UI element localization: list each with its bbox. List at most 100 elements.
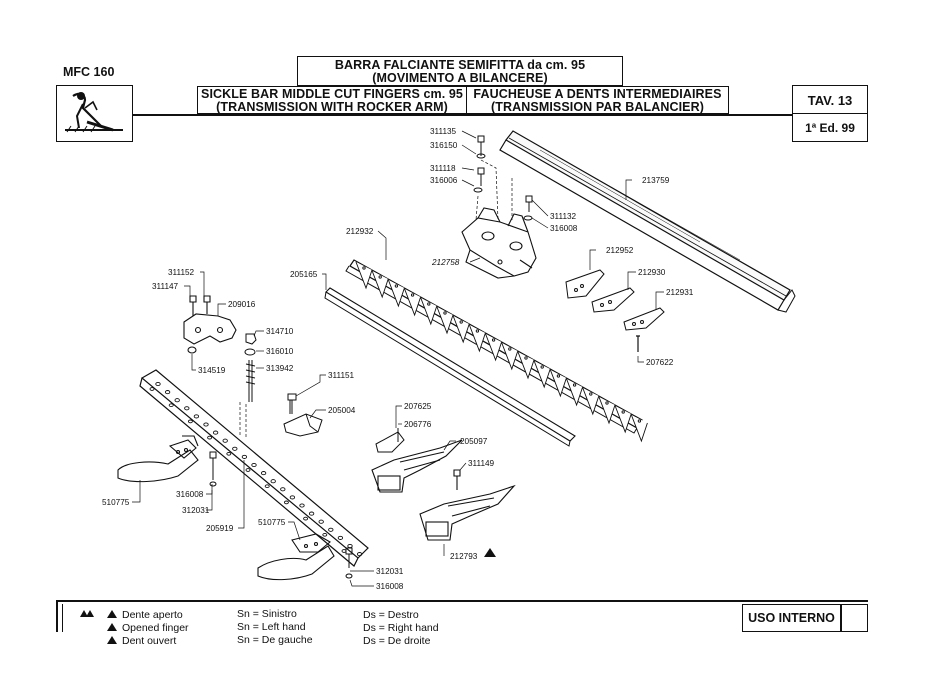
part-label: 316008 xyxy=(550,224,578,233)
part-label: 311152 xyxy=(168,268,195,277)
bar-hole xyxy=(251,462,257,468)
knife-section xyxy=(598,396,616,425)
legend-ds-it: Ds = Destro xyxy=(363,609,419,621)
bar-hole xyxy=(168,403,174,408)
part-label: 212758 xyxy=(432,258,460,267)
bar-hole xyxy=(283,500,289,505)
part-label: 510775 xyxy=(258,518,286,527)
finger-205097 xyxy=(371,439,463,493)
legend-right-hand: Ds = Destro Ds = Right hand Ds = De droi… xyxy=(363,609,439,648)
bar-hole xyxy=(232,446,238,451)
knife-rivet xyxy=(508,347,512,351)
part-label: 209016 xyxy=(228,300,256,309)
part-label: 212931 xyxy=(666,288,694,297)
legend-sn-it: Sn = Sinistro xyxy=(237,608,297,620)
knife-rivet xyxy=(459,320,463,324)
part-label: 205097 xyxy=(460,437,488,446)
title-english-line2: (TRANSMISSION WITH ROCKER ARM) xyxy=(216,100,448,114)
footer-left-edge xyxy=(56,600,58,632)
knife-section xyxy=(549,369,567,398)
legend-finger-it: Dente aperto xyxy=(122,609,183,621)
knife-rivet xyxy=(637,419,642,423)
title-french-line1: FAUCHEUSE A DENTS INTERMEDIAIRES xyxy=(473,87,722,101)
knife-section xyxy=(614,405,632,434)
bar-hole xyxy=(303,516,309,521)
opened-finger-marker-icon xyxy=(484,548,496,557)
knife-rivet xyxy=(475,329,480,333)
guard-bar-213759 xyxy=(499,130,796,313)
part-label: 311135 xyxy=(430,127,457,136)
top-bolts xyxy=(473,135,533,221)
knife-rivet xyxy=(443,311,447,315)
part-label: 316006 xyxy=(430,176,458,185)
part-label: 212930 xyxy=(638,268,666,277)
part-label: 311149 xyxy=(468,459,495,468)
legend-ds-en: Ds = Right hand xyxy=(363,622,439,634)
left-bracket-209016 xyxy=(183,295,237,354)
knife-section xyxy=(355,261,373,290)
part-label: 206776 xyxy=(404,420,432,429)
knife-rivet xyxy=(540,365,544,369)
knife-section xyxy=(420,297,438,326)
leader-lines xyxy=(132,130,664,587)
bar-hole xyxy=(328,527,334,532)
bar-hole xyxy=(280,487,286,492)
knife-sections xyxy=(355,261,648,443)
table-number: TAV. 13 xyxy=(792,85,868,114)
knife-rivet xyxy=(410,293,415,297)
bar-hole xyxy=(245,468,251,472)
knife-rivet xyxy=(378,275,382,279)
bar-hole xyxy=(203,422,209,427)
part-label: 207625 xyxy=(404,402,432,411)
title-english-line1: SICKLE BAR MIDDLE CUT FINGERS cm. 95 xyxy=(201,87,463,101)
bar-hole xyxy=(193,414,200,419)
bar-hole xyxy=(207,435,213,440)
part-label: 205004 xyxy=(328,406,356,415)
part-label: 205165 xyxy=(290,270,318,279)
knife-rivet xyxy=(556,374,561,378)
legend-left-hand: Sn = Sinistro Sn = Left hand Sn = De gau… xyxy=(237,608,313,647)
knife-section xyxy=(630,414,648,443)
title-french-line2: (TRANSMISSION PAR BALANCIER) xyxy=(491,100,704,114)
title-italian-box: BARRA FALCIANTE SEMIFITTA da cm. 95 (MOV… xyxy=(297,56,623,86)
part-label: 510775 xyxy=(102,498,130,507)
bar-hole xyxy=(318,519,324,524)
part-label: 213759 xyxy=(642,176,670,185)
shoe-510775-left xyxy=(117,435,199,483)
logo-frame xyxy=(56,85,133,142)
part-label: 311132 xyxy=(550,212,577,221)
bar-hole xyxy=(212,430,219,435)
footer-left-edge-inner xyxy=(62,604,64,632)
title-french-box: FAUCHEUSE A DENTS INTERMEDIAIRES (TRANSM… xyxy=(466,86,729,114)
part-label: 316008 xyxy=(176,490,204,499)
title-english-box: SICKLE BAR MIDDLE CUT FINGERS cm. 95 (TR… xyxy=(197,86,467,114)
knife-section xyxy=(404,288,422,317)
flat-bar-205165 xyxy=(324,287,576,447)
part-label: 212793 xyxy=(450,552,478,561)
model-label: MFC 160 xyxy=(63,65,115,79)
bar-hole xyxy=(184,406,190,411)
shoe-510775-right xyxy=(257,533,335,581)
knife-rivet xyxy=(572,383,577,387)
bar-hole xyxy=(308,511,315,516)
bar-hole xyxy=(356,552,363,557)
part-label: 316008 xyxy=(376,582,404,591)
knife-section xyxy=(436,306,454,335)
part-label: 312031 xyxy=(182,506,210,515)
bolt-311151 xyxy=(283,393,323,437)
part-label: 313942 xyxy=(266,364,294,373)
bar-hole xyxy=(187,419,193,424)
part-label: 212952 xyxy=(606,246,634,255)
bar-holes xyxy=(149,381,363,557)
part-label: 316150 xyxy=(430,141,458,150)
bar-hole xyxy=(241,454,248,459)
knife-rivet xyxy=(605,401,609,405)
mower-operator-logo-icon xyxy=(65,92,123,133)
edition-label: 1ª Ed. 99 xyxy=(792,113,868,142)
internal-use-badge: USO INTERNO xyxy=(742,604,841,632)
bar-hole xyxy=(155,381,161,387)
part-label: 312031 xyxy=(376,567,404,576)
part-label: 207622 xyxy=(646,358,674,367)
knife-section xyxy=(533,360,551,389)
